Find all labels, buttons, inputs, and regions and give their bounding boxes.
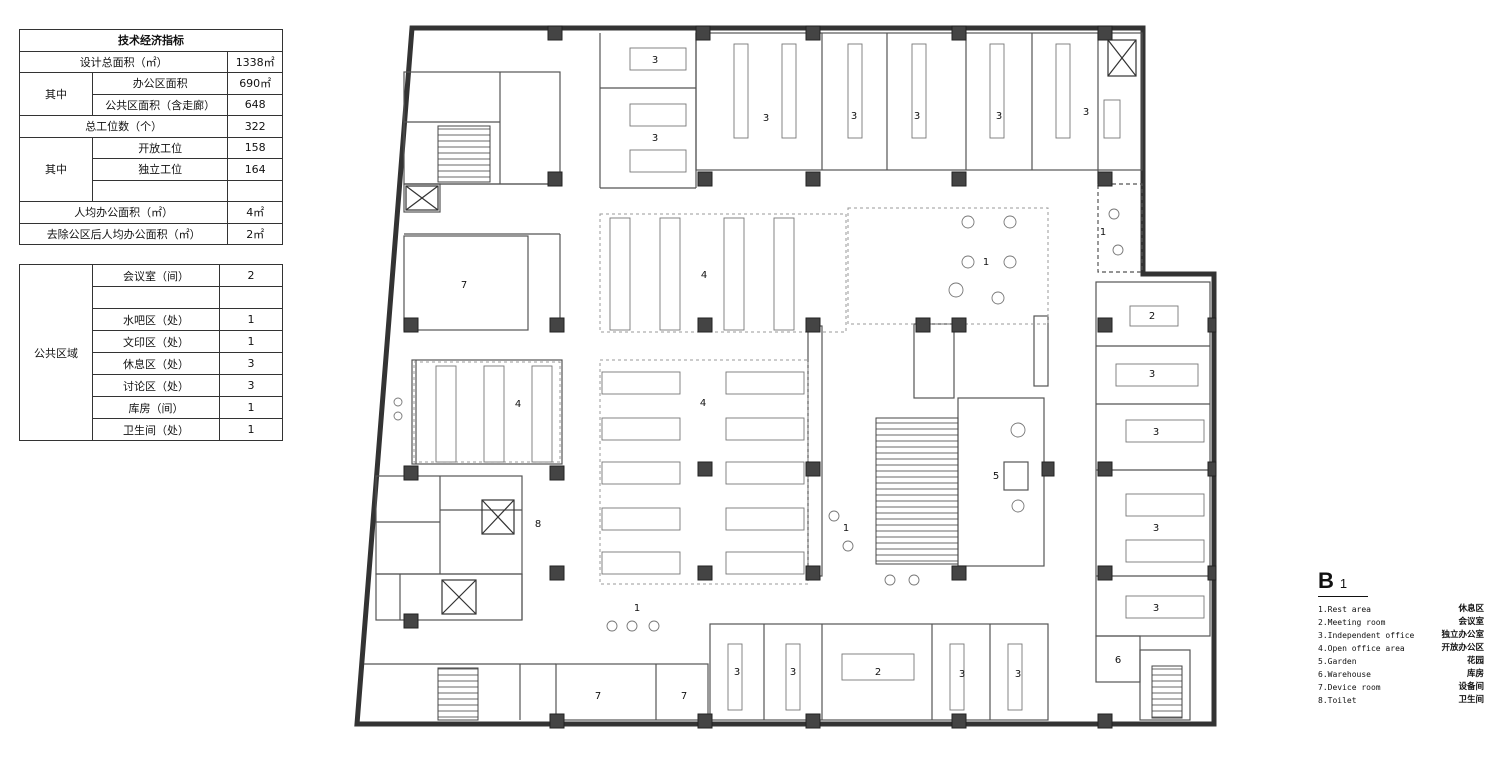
table-cell: 文印区（处） — [92, 330, 220, 353]
legend-item: 8.Toilet 卫生间 — [1318, 694, 1484, 707]
room-label: 3 — [1153, 603, 1159, 614]
table-cell: 公共区面积（含走廊） — [91, 93, 229, 116]
legend-zh: 卫生间 — [1458, 695, 1484, 705]
legend-zh: 开放办公区 — [1441, 643, 1484, 653]
room-label: 6 — [1115, 655, 1121, 666]
table-cell: 2㎡ — [227, 222, 283, 245]
room-label: 4 — [515, 399, 521, 410]
room-label: 3 — [851, 111, 857, 122]
table-group-cell: 其中 — [19, 72, 93, 116]
outer-wall — [354, 25, 1217, 727]
room-label: 3 — [914, 111, 920, 122]
floor-mark: B — [1318, 568, 1334, 593]
room-label: 3 — [959, 669, 965, 680]
room-label: 1 — [1100, 227, 1106, 238]
table-cell: 办公区面积 — [91, 72, 229, 95]
legend-item: 1.Rest area 休息区 — [1318, 603, 1484, 616]
legend-en: 3.Independent office — [1318, 631, 1415, 640]
legend-zh: 休息区 — [1458, 604, 1484, 614]
room-label: 1 — [843, 523, 849, 534]
legend-zh: 花园 — [1466, 656, 1484, 666]
legend-item: 6.Warehouse 库房 — [1318, 668, 1484, 681]
legend-zh: 设备间 — [1458, 682, 1484, 692]
table-group-cell: 其中 — [19, 136, 93, 202]
interior-partitions — [364, 32, 1211, 721]
room-label: 4 — [701, 270, 707, 281]
room-label: 3 — [1083, 107, 1089, 118]
room-label: 4 — [700, 398, 706, 409]
room-label: 3 — [734, 667, 740, 678]
table-cell: 去除公区后人均办公面积（㎡） — [18, 222, 229, 245]
room-label: 1 — [983, 257, 989, 268]
table-group-cell: 公共区域 — [19, 264, 93, 441]
table-cell: 690㎡ — [227, 72, 283, 95]
room-label: 2 — [1149, 311, 1155, 322]
floor-number: 1 — [1339, 576, 1348, 591]
room-label: 3 — [652, 55, 658, 66]
legend-en: 5.Garden — [1318, 657, 1357, 666]
room-label: 3 — [1149, 369, 1155, 380]
shaft-markers — [405, 39, 1137, 615]
room-label: 3 — [1153, 523, 1159, 534]
legend-zh: 库房 — [1466, 669, 1484, 679]
legend-item: 2.Meeting room 会议室 — [1318, 616, 1484, 629]
room-label: 3 — [1153, 427, 1159, 438]
table-cell: 卫生间（处） — [92, 418, 220, 441]
legend-en: 4.Open office area — [1318, 644, 1405, 653]
room-label: 1 — [634, 603, 640, 614]
room-label: 3 — [1015, 669, 1021, 680]
room-label: 2 — [875, 667, 881, 678]
table-cell: 开放工位 — [91, 136, 229, 159]
legend-en: 1.Rest area — [1318, 605, 1371, 614]
structural-columns — [403, 25, 1217, 729]
room-label: 3 — [763, 113, 769, 124]
table-cell: 1 — [219, 418, 283, 441]
legend-item: 4.Open office area 开放办公区 — [1318, 642, 1484, 655]
table-cell: 人均办公面积（㎡） — [18, 201, 229, 224]
garden-planter — [1003, 461, 1029, 491]
room-labels: 3 3 3 3 3 3 3 1 1 4 7 4 4 5 1 8 1 2 3 3 … — [461, 55, 1159, 702]
room-label: 7 — [681, 691, 687, 702]
table-cell: 648 — [227, 93, 283, 116]
room-label: 3 — [996, 111, 1002, 122]
room-label: 7 — [461, 280, 467, 291]
legend-en: 6.Warehouse — [1318, 670, 1371, 679]
table-cell: 1338㎡ — [227, 50, 283, 73]
legend-en: 2.Meeting room — [1318, 618, 1386, 627]
legend-item: 3.Independent office 独立办公室 — [1318, 629, 1484, 642]
desk-layout — [435, 43, 1205, 711]
legend-zh: 独立办公室 — [1441, 630, 1484, 640]
table-cell: 322 — [227, 115, 283, 138]
legend-en: 7.Device room — [1318, 683, 1381, 692]
room-label: 8 — [535, 519, 541, 530]
rest-area-furniture — [393, 208, 1124, 632]
legend-item: 5.Garden 花园 — [1318, 655, 1484, 668]
legend-en: 8.Toilet — [1318, 696, 1357, 705]
public-area-table: 公共区域会议室（间）2 水吧区（处）1 文印区（处）1 休息区（处）3 讨论区（… — [19, 264, 283, 441]
room-label: 3 — [652, 133, 658, 144]
table-cell: 设计总面积（㎡） — [18, 50, 229, 73]
legend-item: 7.Device room 设备间 — [1318, 681, 1484, 694]
room-label: 3 — [790, 667, 796, 678]
stair-hatching — [437, 125, 1183, 721]
room-label: 7 — [595, 691, 601, 702]
room-label: 5 — [993, 471, 999, 482]
table-cell: 库房（间） — [92, 396, 220, 419]
legend-zh: 会议室 — [1458, 617, 1484, 627]
